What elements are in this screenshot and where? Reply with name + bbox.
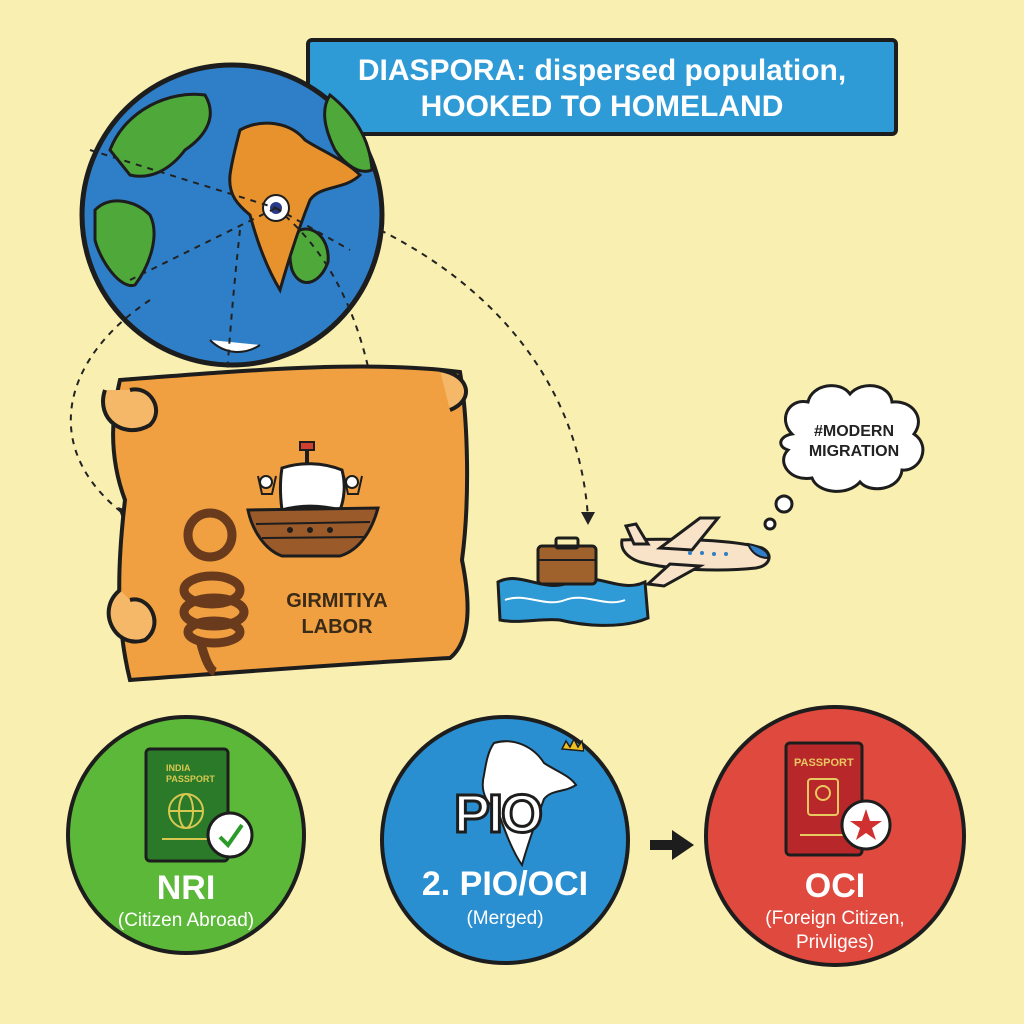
nri-subtitle: (Citizen Abroad) (117, 910, 255, 931)
rope-icon (179, 508, 249, 677)
title-banner: DIASPORA: dispersed population, HOOKED T… (306, 38, 898, 136)
oci-title: OCI (804, 867, 866, 905)
ship-icon (246, 441, 380, 558)
pio-oci-circle[interactable]: PIO 2. PIO/OCI (Merged) (380, 715, 630, 965)
thought-line-2: MIGRATION (808, 443, 900, 460)
nri-circle[interactable]: INDIA PASSPORT NRI (Citizen Abroad) (66, 715, 306, 955)
oci-circle[interactable]: PASSPORT OCI (Foreign Citizen, Privliges… (704, 705, 966, 967)
thought-cloud-icon (763, 384, 925, 531)
scroll-label: GIRMITIYA LABOR (262, 588, 412, 640)
green-passport-icon (144, 747, 254, 863)
water-icon (496, 577, 650, 627)
oci-subtitle: (Foreign Citizen, Privliges) (708, 907, 962, 955)
scroll-label-line-2: LABOR (301, 616, 373, 638)
red-passport-icon (784, 741, 892, 857)
airplane-icon (620, 516, 771, 588)
oci-subtitle-line-1: (Foreign Citizen, (765, 908, 905, 929)
thought-bubble-text: #MODERN MIGRATION (790, 422, 918, 462)
arrow-icon (650, 830, 694, 860)
nri-title: NRI (156, 869, 216, 907)
pio-logo-text: PIO (453, 783, 545, 846)
thought-line-1: #MODERN (813, 423, 894, 440)
india-map-pio-icon (481, 737, 584, 868)
briefcase-icon (536, 536, 598, 586)
pio-oci-subtitle: (Merged) (466, 908, 544, 929)
oci-subtitle-line-2: Privliges) (795, 932, 875, 953)
scroll-label-line-1: GIRMITIYA (286, 590, 388, 612)
nri-passport-text: INDIA PASSPORT (166, 763, 215, 784)
title-line-1: DIASPORA: dispersed population, (357, 54, 847, 87)
pio-oci-title: 2. PIO/OCI (421, 865, 589, 903)
title-line-2: HOOKED TO HOMELAND (420, 90, 784, 123)
globe-icon (79, 62, 385, 368)
oci-passport-text: PASSPORT (794, 757, 854, 769)
